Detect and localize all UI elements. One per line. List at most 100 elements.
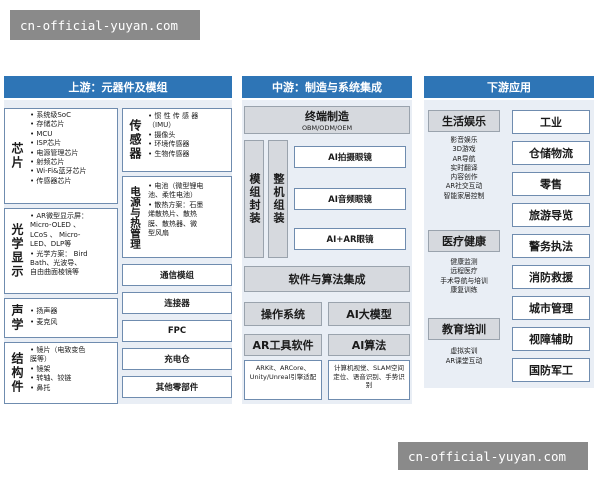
structure-label: 结构件 xyxy=(10,352,24,394)
life-entertainment-title: 生活娱乐 xyxy=(428,110,500,132)
operating-system: 操作系统 xyxy=(244,302,322,326)
chip-item: • MCU xyxy=(30,129,53,138)
power-item: 烯散热片、散热 xyxy=(148,210,197,219)
ai-algorithm-desc: 计算机视觉、SLAM空间定位、语音识别、手势识别 xyxy=(328,360,410,400)
optics-item: • 光学方案： Bird xyxy=(30,249,88,258)
optics-list: • AR微型显示屏： Micro-OLED 、 LCoS 、 Micro- LE… xyxy=(30,212,88,278)
app-warehouse-logistics: 仓储物流 xyxy=(512,141,590,165)
chip-label: 芯片 xyxy=(10,142,24,170)
life-item: 影音娱乐 xyxy=(450,136,478,144)
optics-item: LCoS 、 Micro- xyxy=(30,230,81,239)
structure-item: • 鼻托 xyxy=(30,383,51,392)
software-integration: 软件与算法集成 xyxy=(244,266,410,292)
sensor-item: • 摄像头 xyxy=(148,130,176,139)
downstream-header: 下游应用 xyxy=(424,76,594,98)
chip-item: • 系统级SoC xyxy=(30,111,71,119)
module-packaging-label: 模组封装 xyxy=(248,173,261,225)
structure-item: • 镜架 xyxy=(30,364,51,373)
upstream-header: 上游：元器件及模组 xyxy=(4,76,232,98)
sensor-label: 传感器 xyxy=(128,119,142,161)
sensor-item: • 生物传感器 xyxy=(148,149,190,158)
ai-large-model: AI大模型 xyxy=(328,302,410,326)
life-item: 内容创作 xyxy=(450,173,478,182)
medical-list: 健康监测 远程医疗 手术导航与培训 康复训练 xyxy=(430,258,498,295)
power-label: 电源与热管理 xyxy=(129,185,141,249)
power-item: • 散热方案：石墨 xyxy=(148,200,204,209)
app-tour-guide: 旅游导览 xyxy=(512,203,590,227)
sensor-item: • 环境传感器 xyxy=(148,140,190,149)
chip-item: • 电源管理芯片 xyxy=(30,148,79,157)
optics-item: 自由曲面棱镜等 xyxy=(30,268,79,277)
power-item: 型风扇 xyxy=(148,229,169,238)
power-item: 膜、散热器、微 xyxy=(148,219,197,228)
ai-algorithm-title: AI算法 xyxy=(328,334,410,356)
module-connector: 连接器 xyxy=(122,292,232,314)
optics-box xyxy=(4,208,118,294)
app-industry: 工业 xyxy=(512,110,590,134)
terminal-sub: OBM/ODM/OEM xyxy=(301,124,353,132)
chip-item: • Wi-Fi&蓝牙芯片 xyxy=(30,167,87,176)
midstream-header: 中游：制造与系统集成 xyxy=(242,76,412,98)
chip-item: • 射频芯片 xyxy=(30,158,65,167)
life-item: 3D游戏 xyxy=(452,145,476,154)
app-police: 警务执法 xyxy=(512,234,590,258)
app-fire-rescue: 消防救援 xyxy=(512,265,590,289)
life-item: 智能家居控制 xyxy=(443,191,485,200)
optics-item: Bath、光波导、 xyxy=(30,259,82,268)
chip-item: • ISP芯片 xyxy=(30,139,62,148)
ar-tools-desc: ARKit、ARCore、Unity/Unreal引擎适配 xyxy=(244,360,322,400)
watermark-top: cn-official-yuyan.com xyxy=(10,10,200,40)
ar-tools-title: AR工具软件 xyxy=(244,334,322,356)
life-item: AR社交互动 xyxy=(445,182,483,191)
power-list: • 电池（微型锂电 池、柔性电池） • 散热方案：石墨 烯散热片、散热 膜、散热… xyxy=(148,182,203,238)
module-fpc: FPC xyxy=(122,320,232,342)
chip-item: • 传感器芯片 xyxy=(30,176,72,185)
chip-item: • 存储芯片 xyxy=(30,120,65,129)
medical-item: 健康监测 xyxy=(450,258,478,266)
acoustic-label: 声学 xyxy=(10,304,24,332)
education-training-title: 教育培训 xyxy=(428,318,500,340)
life-list: 影音娱乐 3D游戏 AR导航 实时翻译 内容创作 AR社交互动 智能家居控制 xyxy=(430,136,498,201)
acoustic-list: • 扬声器 • 麦克风 xyxy=(30,306,57,328)
app-city-management: 城市管理 xyxy=(512,296,590,320)
app-visual-impairment: 视障辅助 xyxy=(512,327,590,351)
structure-item: • 镜片（电致变色 xyxy=(30,346,86,354)
optics-item: • AR微型显示屏： xyxy=(30,212,89,220)
sensor-item: （IMU） xyxy=(148,121,176,130)
watermark-bottom: cn-official-yuyan.com xyxy=(398,442,588,470)
module-packaging: 模组封装 xyxy=(244,140,264,258)
education-item: AR课堂互动 xyxy=(445,357,483,365)
optics-item: Micro-OLED 、 xyxy=(30,221,81,230)
medical-health-title: 医疗健康 xyxy=(428,230,500,252)
product-ai-audio-glasses: AI音频眼镜 xyxy=(294,188,406,210)
sensor-list: • 惯 性 传 感 器 （IMU） • 摄像头 • 环境传感器 • 生物传感器 xyxy=(148,112,198,159)
power-box xyxy=(122,176,232,258)
power-item: 池、柔性电池） xyxy=(148,191,197,200)
product-ai-camera-glasses: AI拍摄眼镜 xyxy=(294,146,406,168)
education-list: 虚拟实训 AR课堂互动 xyxy=(430,346,498,366)
medical-item: 康复训练 xyxy=(450,285,478,294)
module-charging-case: 充电仓 xyxy=(122,348,232,370)
app-defense: 国防军工 xyxy=(512,358,590,382)
chip-box xyxy=(4,108,118,204)
life-item: AR导航 xyxy=(452,154,476,163)
terminal-title: 终端制造 xyxy=(305,110,349,123)
medical-item: 远程医疗 xyxy=(450,267,478,276)
life-item: 实时翻译 xyxy=(450,163,478,172)
sensor-item: • 惯 性 传 感 器 xyxy=(148,112,199,120)
app-retail: 零售 xyxy=(512,172,590,196)
sensor-box xyxy=(122,108,232,172)
module-other: 其他零部件 xyxy=(122,376,232,398)
chip-list: • 系统级SoC • 存储芯片 • MCU • ISP芯片 • 电源管理芯片 •… xyxy=(30,111,87,186)
structure-box xyxy=(4,342,118,404)
product-ai-ar-glasses: AI+AR眼镜 xyxy=(294,228,406,250)
power-item: • 电池（微型锂电 xyxy=(148,182,204,190)
education-item: 虚拟实训 xyxy=(450,347,478,355)
module-comm: 通信模组 xyxy=(122,264,232,286)
terminal-manufacturing: 终端制造 OBM/ODM/OEM xyxy=(244,106,410,134)
medical-item: 手术导航与培训 xyxy=(440,276,488,285)
acoustic-item: • 扬声器 xyxy=(30,307,58,315)
structure-list: • 镜片（电致变色 膜等） • 镜架 • 转轴、铰链 • 鼻托 xyxy=(30,346,85,393)
structure-item: 膜等） xyxy=(30,355,51,364)
whole-assembly-label: 整机组装 xyxy=(272,173,285,225)
